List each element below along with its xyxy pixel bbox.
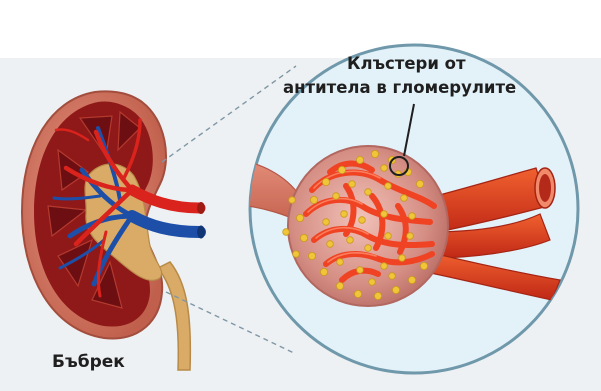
callout-line-1: Клъстери от xyxy=(345,52,595,76)
main-artery-lumen xyxy=(539,174,551,202)
artery-opening xyxy=(197,202,205,214)
antibody-cluster-callout: Клъстери от антитела в гломерулите xyxy=(345,52,595,100)
callout-line-2: антитела в гломерулите xyxy=(283,76,595,100)
vein-opening xyxy=(197,226,205,239)
kidney-label: Бъбрек xyxy=(52,352,125,372)
